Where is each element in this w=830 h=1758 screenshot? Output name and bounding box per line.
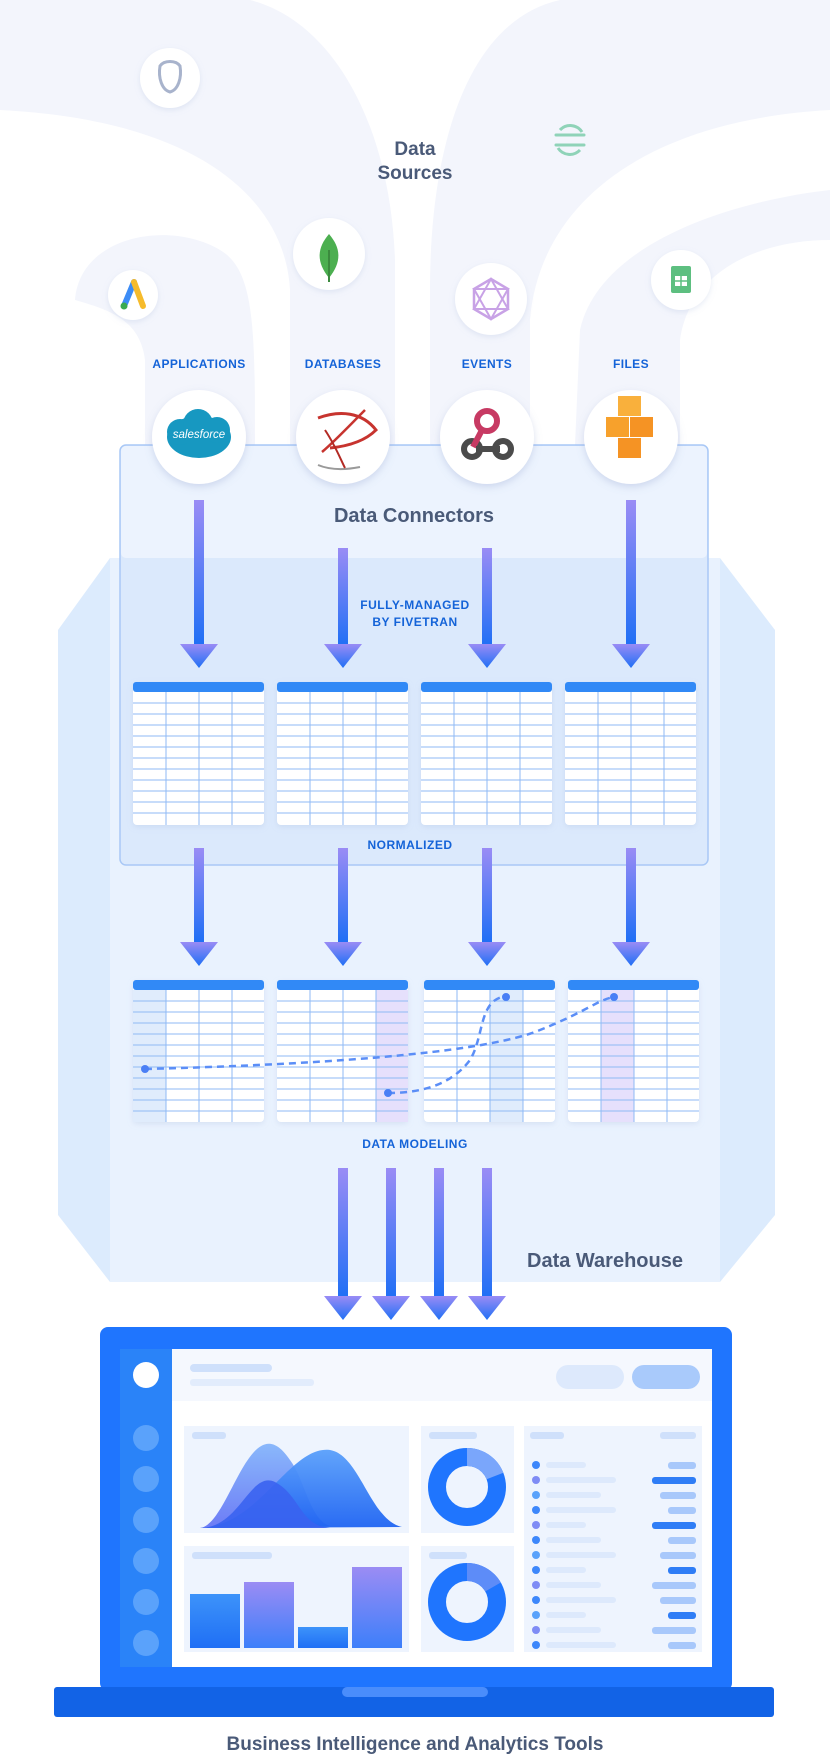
list-row-label [546, 1507, 616, 1513]
laptop-notch [342, 1687, 488, 1697]
list-row-value [668, 1537, 696, 1544]
list-row-dot [532, 1461, 540, 1469]
laptop-illustration [54, 1327, 774, 1717]
relationship-links [144, 994, 617, 1095]
bi-arrows [324, 1168, 506, 1320]
data-source-streams [0, 0, 830, 445]
connectors-panel-top [121, 446, 707, 558]
data-modeling-label: DATA MODELING [362, 1137, 468, 1151]
list-row-dot [532, 1476, 540, 1484]
list-row-dot [532, 1611, 540, 1619]
list-row-label [546, 1582, 601, 1588]
sql-server-icon [296, 390, 390, 484]
mongodb-icon [293, 218, 365, 290]
list-row-value [660, 1597, 696, 1604]
list-row-dot [532, 1491, 540, 1499]
list-row-label [546, 1477, 616, 1483]
list-row-label [546, 1552, 616, 1558]
connectors-title: Data Connectors [333, 505, 495, 527]
list-row-label [546, 1567, 586, 1573]
connector-arrows [180, 500, 650, 668]
list-row-label [546, 1462, 586, 1468]
list-row-value [668, 1507, 696, 1514]
list-row-value [652, 1582, 696, 1589]
adwords-icon [108, 270, 158, 320]
salesforce-logo-text: salesforce [172, 429, 226, 441]
floating-source-icons [108, 48, 711, 335]
list-row-label [546, 1492, 601, 1498]
normalized-arrows [180, 848, 650, 966]
list-row-value [668, 1462, 696, 1469]
normalized-table-4 [565, 682, 696, 825]
category-label-databases: DATABASES [304, 357, 382, 371]
normalized-table-3 [421, 682, 552, 825]
modeling-table-2 [277, 980, 408, 1122]
warehouse-title: Data Warehouse [527, 1250, 683, 1272]
list-row-value [652, 1522, 696, 1529]
normalized-tables [133, 682, 696, 825]
list-row-label [546, 1537, 601, 1543]
dashboard-header [172, 1349, 712, 1401]
list-row-dot [532, 1641, 540, 1649]
list-row-label [546, 1522, 586, 1528]
list-row-dot [532, 1551, 540, 1559]
list-row-dot [532, 1536, 540, 1544]
list-row-value [668, 1612, 696, 1619]
list-row-value [652, 1477, 696, 1484]
normalized-table-1 [133, 682, 264, 825]
category-label-files: FILES [612, 357, 649, 371]
aws-s3-icon [584, 390, 678, 484]
normalized-table-2 [277, 682, 408, 825]
modeling-table-4 [568, 980, 699, 1122]
list-row-value [668, 1567, 696, 1574]
bi-tools-title: Business Intelligence and Analytics Tool… [226, 1734, 604, 1755]
normalized-label: NORMALIZED [367, 838, 453, 852]
segment-icon [544, 114, 596, 166]
graphql-icon [455, 263, 527, 335]
webhook-icon [440, 390, 534, 484]
list-row-label [546, 1612, 586, 1618]
laptop-base [54, 1687, 774, 1717]
list-row-value [660, 1552, 696, 1559]
list-row-dot [532, 1596, 540, 1604]
postgresql-icon [140, 48, 200, 108]
connector-logos [152, 390, 678, 484]
fully-managed-label: FULLY-MANAGED BY FIVETRAN [360, 598, 470, 629]
modeling-table-3 [424, 980, 555, 1122]
list-row-label [546, 1627, 601, 1633]
list-row-dot [532, 1506, 540, 1514]
relationship-link-nodes [141, 993, 618, 1097]
dashboard-list-rows [532, 1461, 696, 1649]
list-row-dot [532, 1566, 540, 1574]
data-sources-title: Data Sources [377, 139, 453, 184]
salesforce-icon [152, 390, 246, 484]
list-row-label [546, 1597, 616, 1603]
list-row-dot [532, 1581, 540, 1589]
list-row-label [546, 1642, 616, 1648]
sheets-icon [651, 250, 711, 310]
list-row-dot [532, 1521, 540, 1529]
list-row-dot [532, 1626, 540, 1634]
list-row-value [668, 1642, 696, 1649]
category-label-applications: APPLICATIONS [152, 357, 246, 371]
modeling-table-1 [133, 980, 264, 1122]
list-row-value [652, 1627, 696, 1634]
list-row-value [660, 1492, 696, 1499]
modeling-tables [133, 980, 699, 1122]
category-label-events: EVENTS [461, 357, 513, 371]
